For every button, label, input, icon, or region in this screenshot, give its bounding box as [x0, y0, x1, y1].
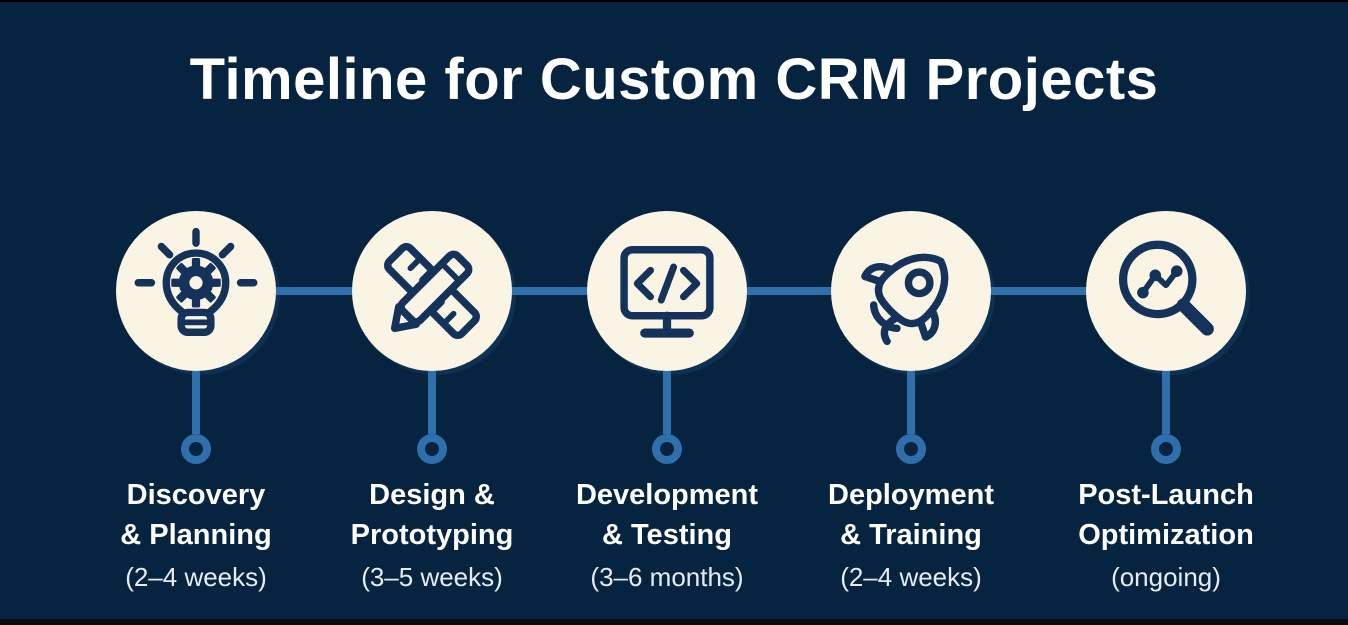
stage-stem [663, 371, 671, 434]
stage-stem [907, 371, 915, 434]
stage-node [652, 434, 682, 464]
stage-node [417, 434, 447, 464]
stage-name: Deployment & Training [828, 479, 994, 552]
ruler-pencil-icon [384, 243, 480, 339]
stage-duration: (ongoing) [1111, 562, 1221, 593]
stage-duration: (3–6 months) [590, 562, 744, 593]
timeline-stage-development: Development & Testing (3–6 months) [537, 211, 797, 593]
code-monitor-icon [620, 246, 714, 338]
rocket-icon [861, 253, 949, 346]
stage-name: Design & Prototyping [350, 479, 514, 552]
stage-stem [428, 371, 436, 434]
timeline-stage-deployment: Deployment & Training (2–4 weeks) [781, 211, 1041, 593]
stage-circle [352, 211, 512, 371]
stage-duration: (3–5 weeks) [361, 562, 503, 593]
top-edge-bar [0, 0, 1348, 2]
lightbulb-gear-icon [134, 227, 258, 336]
stage-circle [831, 211, 991, 371]
stage-circle [587, 211, 747, 371]
timeline-stage-post-launch: Post-Launch Optimization (ongoing) [1036, 211, 1296, 593]
timeline-stage-discovery: Discovery & Planning (2–4 weeks) [66, 211, 326, 593]
stage-duration: (2–4 weeks) [125, 562, 267, 593]
timeline-stage-design: Design & Prototyping (3–5 weeks) [302, 211, 562, 593]
stage-stem [192, 371, 200, 434]
stage-circle [116, 211, 276, 371]
stage-node [896, 434, 926, 464]
stage-name: Discovery & Planning [120, 479, 272, 552]
stage-name: Post-Launch Optimization [1078, 479, 1254, 552]
magnifier-chart-icon [1118, 240, 1214, 336]
stage-stem [1162, 371, 1170, 434]
page-title: Timeline for Custom CRM Projects [189, 47, 1159, 112]
bottom-edge-bar [0, 619, 1348, 625]
stage-node [1151, 434, 1181, 464]
stage-node [181, 434, 211, 464]
stage-duration: (2–4 weeks) [840, 562, 982, 593]
stage-name: Development & Testing [575, 479, 759, 552]
stage-circle [1086, 211, 1246, 371]
